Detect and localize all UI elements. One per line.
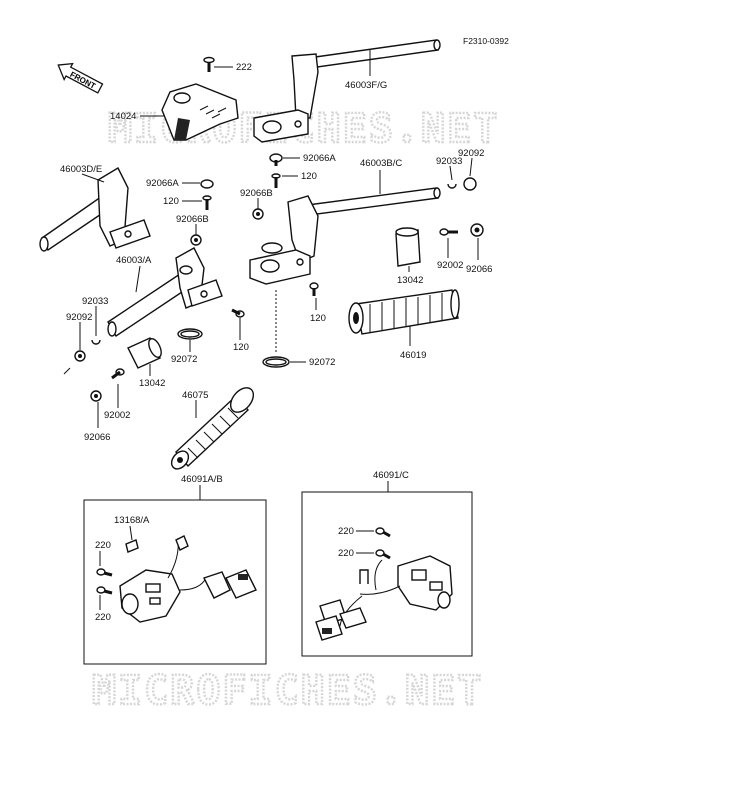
screw-220-left-1-icon [96,568,113,577]
screw-220-right-2-icon [375,549,391,560]
screw-220-right-1-icon [375,527,391,538]
grip-46075-icon [170,387,255,470]
label-46003a: 46003/A [116,255,152,266]
label-46091c: 46091/C [373,470,409,481]
label-120-lower-left: 120 [233,342,249,353]
handlebar-46003a-icon [107,247,223,337]
weight-13042-left-icon [127,337,162,369]
plug-92066b-left-icon [190,234,202,246]
label-46003de: 46003D/E [60,164,102,175]
bolt-120-lower-left-icon [231,308,245,318]
clip-92072-center-icon [262,356,290,368]
screw-222-icon [203,56,215,72]
label-92066-right: 92066 [466,264,492,275]
label-92033-left: 92033 [82,296,108,307]
cap-92066a-center-icon [269,153,283,166]
label-92066-left: 92066 [84,432,110,443]
box-46091c [301,491,473,657]
plug-92066-right-icon [470,223,484,237]
label-220-left-1: 220 [95,540,111,551]
bolt-92002-right-icon [439,228,458,236]
bolt-120-left-icon [202,195,212,210]
label-46003bc: 46003B/C [360,158,402,169]
label-120-left: 120 [163,196,179,207]
label-220-right-2: 220 [338,548,354,559]
bracket-13168a-icon [125,539,139,553]
handlebar-cover-14024-icon [161,83,239,141]
label-46019: 46019 [400,350,426,361]
label-92033-right: 92033 [436,156,462,167]
label-46091ab: 46091A/B [181,474,223,485]
label-13042-right: 13042 [397,275,423,286]
bolt-120-center-lower-icon [309,282,319,296]
plug-92066-left-icon [90,390,102,402]
label-92072-left: 92072 [171,354,197,365]
label-120-center-lower: 120 [310,313,326,324]
box-46091ab [83,499,267,665]
label-13042-left: 13042 [139,378,165,389]
screw-220-left-2-icon [96,586,113,595]
weight-13042-right-icon [395,227,421,267]
label-92066a-left: 92066A [146,178,179,189]
plug-92066b-center-icon [252,208,264,220]
bolt-92002-left-icon [111,368,125,380]
label-46003fg: 46003F/G [345,80,387,91]
label-92066a-center: 92066A [303,153,336,164]
end-cap-92092-right-icon [463,177,477,191]
label-13168a: 13168/A [114,515,150,526]
front-arrow-icon: FRONT [57,62,104,94]
label-220-left-2: 220 [95,612,111,623]
label-222: 222 [236,62,252,73]
label-92066b-left: 92066B [176,214,209,225]
switch-housing-46091ab-icon [119,535,257,623]
handlebar-46003bc-icon [249,187,441,285]
label-92092-left: 92092 [66,312,92,323]
label-220-right-1: 220 [338,526,354,537]
label-92092-right: 92092 [458,148,484,159]
clip-92072-left-icon [177,328,203,340]
handlebar-46003fg-icon [253,39,441,143]
diagram-code: F2310-0392 [463,36,509,46]
watermark-bottom: MICROFICHES.NET [92,668,483,714]
grip-46019-icon [348,289,460,335]
handlebar-46003de-icon [39,167,151,252]
washer-92033-right-icon [447,183,457,189]
label-14024: 14024 [110,111,136,122]
label-92066b-center: 92066B [240,188,273,199]
washer-92033-left-icon [91,339,101,345]
label-92002-left: 92002 [104,410,130,421]
bolt-120-center-icon [271,173,281,188]
label-120-center: 120 [301,171,317,182]
end-cap-92092-left-icon [74,350,86,362]
label-46075: 46075 [182,390,208,401]
switch-housing-46091c-icon [315,555,453,641]
cap-92066a-left-icon [200,179,214,189]
label-92072-center: 92072 [309,357,335,368]
label-92002-right: 92002 [437,260,463,271]
